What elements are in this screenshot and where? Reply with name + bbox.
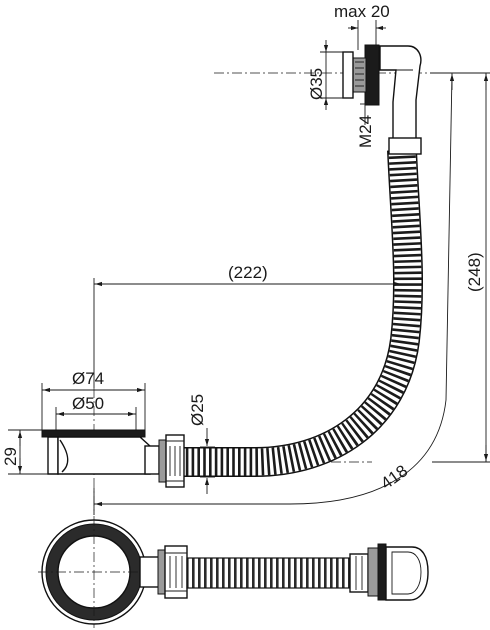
overflow-thread-part	[351, 57, 367, 93]
plan-overflow	[349, 543, 429, 601]
plan-hose	[186, 557, 358, 589]
overflow-elbow	[379, 45, 422, 155]
dim-d50: Ø50	[55, 394, 137, 430]
label-222: (222)	[228, 263, 268, 282]
outlet-plan-view	[38, 516, 150, 628]
dim-d35: Ø35	[307, 40, 350, 110]
label-d74: Ø74	[72, 369, 104, 388]
label-d25: Ø25	[188, 394, 207, 426]
dim-222: (222)	[93, 263, 402, 388]
hose-cuff-top	[388, 137, 422, 155]
label-248: (248)	[465, 252, 484, 292]
overflow-flange	[364, 44, 380, 106]
dim-d25: Ø25	[188, 394, 215, 494]
outlet-body-side	[41, 429, 185, 488]
label-418: 418	[377, 461, 411, 493]
overflow-cap	[342, 51, 354, 99]
label-d50: Ø50	[72, 394, 104, 413]
label-m24: M24	[356, 115, 375, 148]
label-29: 29	[1, 447, 20, 466]
dim-d74: Ø74	[41, 369, 146, 430]
label-d35: Ø35	[307, 68, 326, 100]
overflow-assembly	[342, 44, 380, 106]
dim-29: 29	[1, 429, 48, 475]
dim-m24: M24	[356, 103, 375, 148]
outlet-flange	[41, 429, 146, 438]
label-max20: max 20	[334, 2, 390, 21]
dim-max20: max 20	[334, 2, 390, 50]
plan-connector	[139, 545, 188, 599]
dim-248: (248)	[430, 72, 490, 463]
corrugated-hose	[180, 149, 423, 477]
